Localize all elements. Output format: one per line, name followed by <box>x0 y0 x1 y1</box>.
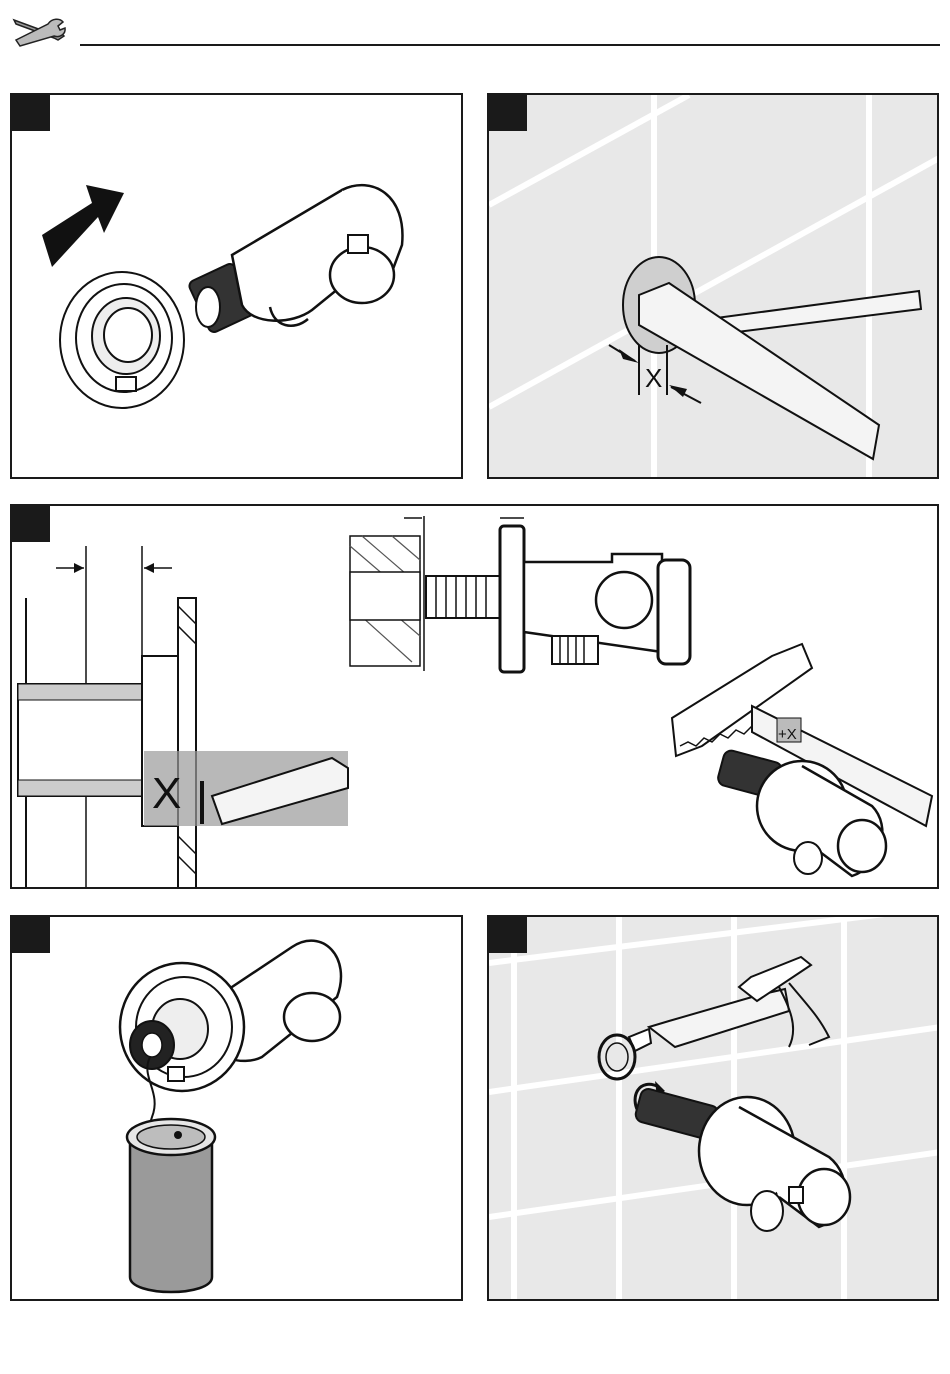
tools-icon <box>8 10 68 50</box>
illustration-mount-with-sealant <box>489 917 939 1301</box>
push-arrow-icon <box>42 185 124 267</box>
illustration-apply-sealant <box>12 917 463 1301</box>
panel-4 <box>10 915 463 1301</box>
step-number-tab <box>12 506 50 542</box>
step-number-tab <box>12 95 50 131</box>
step-number-tab <box>489 917 527 953</box>
panel-1 <box>10 93 463 479</box>
illustration-cut-nipple: X +X <box>12 506 939 889</box>
dimension-label: X <box>645 363 662 393</box>
illustration-rosette-and-connector <box>12 95 463 479</box>
panel-5 <box>487 915 939 1301</box>
panel-3: X +X <box>10 504 939 889</box>
cut-mark-label: +X <box>778 726 797 743</box>
step-number-tab <box>12 917 50 953</box>
illustration-measure-distance: X <box>489 95 939 479</box>
header-rule <box>80 44 940 46</box>
dimension-label: X <box>152 769 181 818</box>
step-number-tab <box>489 95 527 131</box>
panel-2: X <box>487 93 939 479</box>
